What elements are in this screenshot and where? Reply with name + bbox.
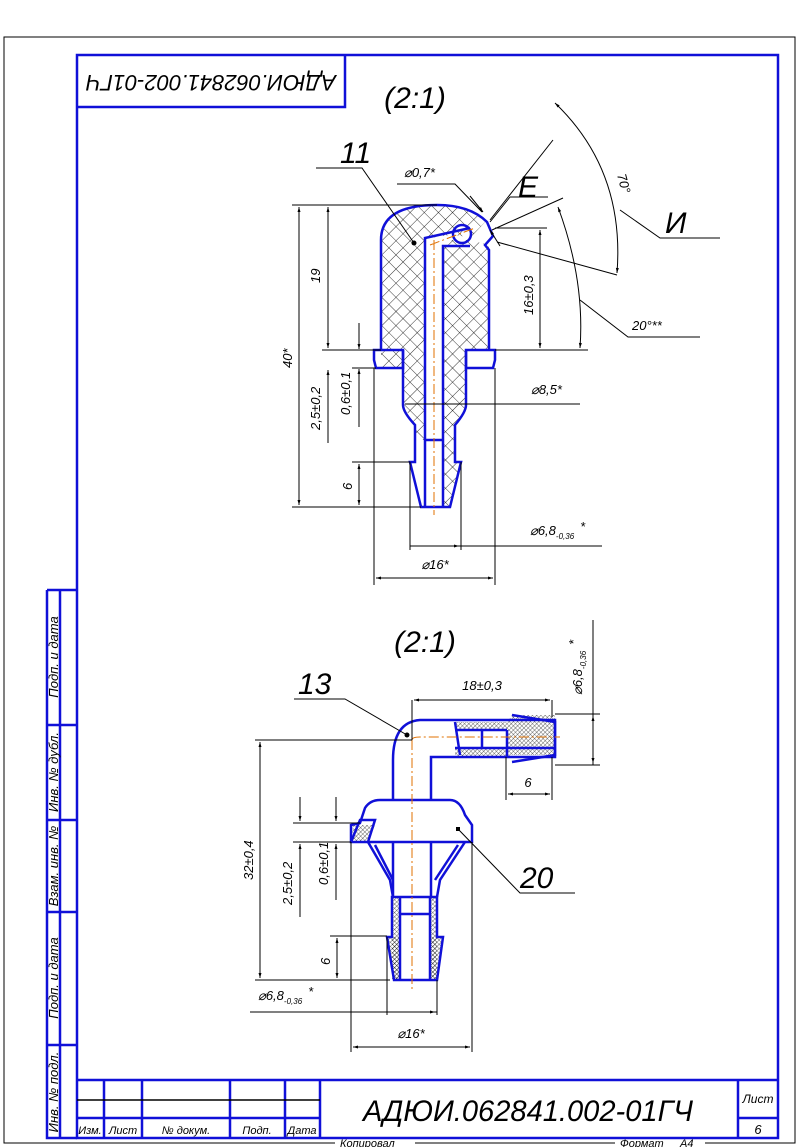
- dim-d07: ⌀0,7*: [404, 165, 436, 180]
- left-side-strip: Подп. и дата Инв. № дубл. Взам. инв. № П…: [45, 588, 77, 1140]
- dim-d68: ⌀6,8-0,36*: [258, 984, 314, 1006]
- dim-h32: 32±0,4: [241, 840, 256, 880]
- dim-h16: 16±0,3: [521, 275, 536, 315]
- part-label-11: 11: [340, 137, 371, 170]
- dim-h06: 0,6±0,1: [338, 372, 353, 415]
- title-col-izm: Изм.: [78, 1125, 101, 1137]
- dim-h40: 40*: [280, 348, 295, 368]
- detail-label-I: И: [665, 207, 687, 240]
- strip-label: Подп. и дата: [46, 937, 61, 1018]
- strip-label: Взам. инв. №: [46, 826, 61, 906]
- title-col-date: Дата: [285, 1125, 316, 1137]
- document-designation: АДЮИ.062841.002-01ГЧ: [361, 1095, 694, 1128]
- dim-d68-right: ⌀6,8-0,36*: [566, 639, 588, 695]
- drawing-frame: [75, 53, 780, 1140]
- format-label: Формат: [620, 1138, 664, 1147]
- dim-d16: ⌀16*: [421, 557, 449, 572]
- dim-d16: ⌀16*: [397, 1026, 425, 1041]
- below-frame-captions: Копировал Формат А4: [335, 1138, 705, 1147]
- dim-l6-right: 6: [524, 775, 532, 790]
- strip-label: Инв. № дубл.: [46, 732, 61, 812]
- view-bottom-elbow: (2:1) 13 20 18±0,3 ⌀6,8-0,36* 6 32±0,4: [241, 620, 600, 1052]
- dim-l18: 18±0,3: [462, 678, 502, 693]
- sheet-number: 6: [754, 1122, 762, 1137]
- dim-h25: 2,5±0,2: [280, 861, 295, 906]
- detail-label-E: Е: [518, 171, 539, 204]
- copied-label: Копировал: [340, 1138, 395, 1147]
- mirrored-designation-box: АДЮИ.062841.002-01ГЧ: [77, 55, 347, 109]
- dim-h06: 0,6±0,1: [316, 842, 331, 885]
- title-col-doc: № докум.: [162, 1125, 210, 1137]
- view-bottom-scale: (2:1): [394, 626, 456, 659]
- dim-d68: ⌀6,8-0,36*: [530, 519, 586, 541]
- format-value: А4: [679, 1138, 693, 1147]
- mirrored-designation: АДЮИ.062841.002-01ГЧ: [86, 70, 338, 95]
- view-top-scale: (2:1): [384, 82, 446, 115]
- title-block: Изм. Лист № докум. Подп. Дата АДЮИ.06284…: [77, 1078, 778, 1138]
- dim-h6: 6: [318, 957, 333, 965]
- dim-h25: 2,5±0,2: [308, 386, 323, 431]
- part-label-20: 20: [519, 862, 554, 895]
- strip-label: Инв. № подл.: [46, 1052, 61, 1133]
- view-top-nozzle: (2:1) 11 ⌀0,7* Е 70° И 20°** 16±0,3: [280, 82, 720, 585]
- dim-d85: ⌀8,5*: [531, 382, 563, 397]
- dim-h19: 19: [308, 269, 323, 283]
- title-col-list: Лист: [108, 1125, 137, 1137]
- title-col-sign: Подп.: [242, 1125, 271, 1137]
- sheet-label: Лист: [742, 1092, 774, 1106]
- part-label-13: 13: [298, 668, 332, 701]
- dim-angle20: 20°**: [631, 318, 663, 333]
- dim-h6: 6: [340, 482, 355, 490]
- strip-label: Подп. и дата: [46, 616, 61, 697]
- dim-angle70: 70°: [614, 172, 634, 195]
